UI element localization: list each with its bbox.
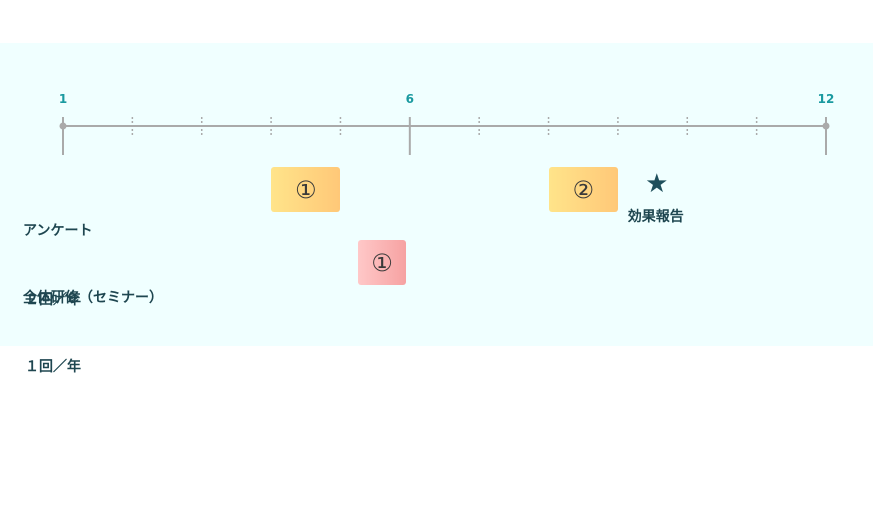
survey-event-box: ②: [548, 167, 618, 212]
star-icon: ★: [645, 169, 669, 199]
timeline-panel: 1 6 12 アンケート ２回／年 全体研修（セミナー） １回／年 ① ② ① ★ 効果…: [0, 43, 873, 375]
tick-label: 1: [58, 92, 68, 106]
row-name: アンケート: [23, 223, 93, 239]
tick-label: 6: [405, 92, 414, 106]
milestone-label: 効果報告: [627, 209, 684, 225]
training-event-box: ①: [357, 240, 407, 285]
row-label-survey: アンケート ２回／年: [23, 174, 92, 358]
row-frequency: １回／年: [25, 359, 81, 375]
row-frequency: ２回／年: [25, 292, 81, 308]
row-name: 全体研修（セミナー）: [23, 290, 163, 306]
survey-event-box: ①: [271, 167, 341, 212]
timeline-axis: [59, 117, 830, 155]
row-label-training: 全体研修（セミナー） １回／年: [23, 241, 163, 425]
tick-label: 12: [817, 92, 835, 106]
